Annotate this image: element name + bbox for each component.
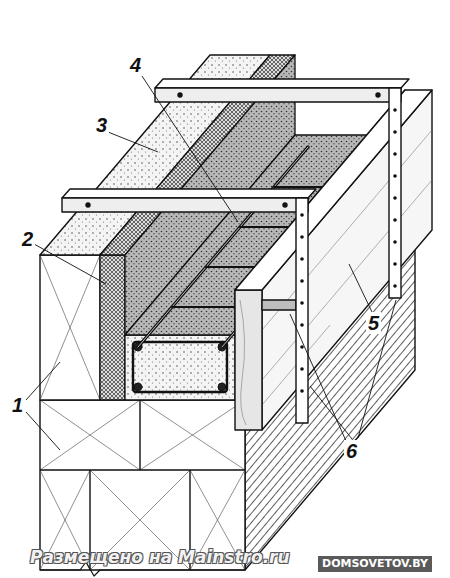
post-hole [300, 213, 304, 217]
post-hole [300, 345, 304, 349]
post-hole [300, 257, 304, 261]
post-hole [393, 130, 397, 134]
callout-number: 6 [344, 440, 359, 462]
leader-line [142, 76, 238, 222]
timber-board [235, 90, 432, 430]
timber-board [240, 300, 246, 425]
post-hole [393, 240, 397, 244]
post-hole [393, 218, 397, 222]
rebar-cage [218, 383, 226, 391]
leader-line [108, 132, 158, 152]
leader-line [26, 362, 60, 450]
leader-line [34, 244, 106, 284]
post-hole [300, 389, 304, 393]
post-hole [393, 108, 397, 112]
clamp-yoke [155, 88, 401, 102]
aerated-block [40, 255, 100, 400]
clamp-yoke [62, 189, 316, 198]
aerated-block [40, 255, 100, 400]
clamp-yoke [376, 93, 380, 97]
post-hole [300, 367, 304, 371]
clamp-yoke [62, 189, 316, 423]
block-wall [40, 400, 245, 570]
block-wall [40, 400, 245, 470]
clamp-yoke [296, 198, 308, 423]
leader-line [26, 76, 396, 450]
post-hole [393, 284, 397, 288]
leader-line [349, 264, 372, 312]
timber-board [235, 290, 262, 430]
watermark: DOMSOVETOV.BY [318, 556, 432, 572]
callout-number: 1 [10, 394, 25, 416]
rebar-cage [134, 383, 142, 391]
post-hole [300, 279, 304, 283]
block-wall [40, 400, 245, 570]
clamp-yoke [178, 93, 182, 97]
rebar-cage [133, 342, 227, 392]
clamp-yoke [86, 203, 90, 207]
watermark: Размещено на Mainstro.ru [30, 548, 290, 567]
post-hole [393, 152, 397, 156]
post-hole [393, 196, 397, 200]
callout-number: 3 [94, 114, 109, 136]
block-wall [40, 400, 245, 570]
clamp-yoke [62, 198, 308, 212]
clamp-yoke [155, 79, 409, 88]
insulation-board [100, 255, 125, 400]
clamp-yoke [262, 300, 296, 310]
post-hole [300, 323, 304, 327]
clamp-yoke [283, 203, 287, 207]
post-hole [300, 235, 304, 239]
post-hole [393, 174, 397, 178]
callout-number: 2 [20, 228, 35, 250]
callout-number: 5 [366, 312, 381, 334]
post-hole [393, 262, 397, 266]
clamp-yoke [389, 88, 401, 298]
leader-line [290, 300, 396, 441]
callout-number: 4 [128, 54, 143, 76]
post-hole [300, 301, 304, 305]
